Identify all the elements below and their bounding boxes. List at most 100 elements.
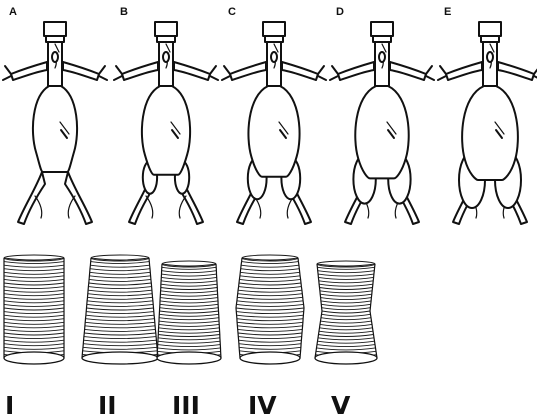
graft-ring <box>4 279 64 281</box>
left-branch-tips <box>222 66 230 80</box>
graft-ring <box>236 304 303 306</box>
graft-ring <box>158 341 220 343</box>
graft-ring <box>4 269 64 271</box>
right-renal-artery <box>282 62 318 80</box>
graft-ring <box>4 322 64 324</box>
graft-ring <box>317 348 376 350</box>
graft-ring <box>322 314 371 316</box>
graft-ring <box>90 265 149 267</box>
graft-ring <box>160 298 218 300</box>
graft-ring <box>159 324 219 326</box>
graft-ring <box>320 328 373 330</box>
graft-ring <box>4 301 64 303</box>
graft-ring <box>84 337 156 339</box>
graft-ring <box>158 345 221 347</box>
graft-ring <box>317 345 375 347</box>
graft-ring <box>240 276 300 278</box>
graft-label-iii: III <box>172 391 200 420</box>
graft-ring <box>4 333 64 335</box>
aorta-drawing-e: E <box>438 6 537 224</box>
panel-letter-b: B <box>120 6 128 18</box>
aorta-drawing-b: B <box>114 6 218 224</box>
visceral-origin <box>379 52 385 62</box>
graft-ring <box>85 326 155 328</box>
proximal-cap <box>263 22 285 36</box>
graft-ring <box>319 331 373 333</box>
graft-ring <box>4 319 64 321</box>
graft-ring <box>158 338 220 340</box>
graft-ring <box>4 347 64 349</box>
proximal-neck <box>265 36 283 42</box>
graft-ring <box>159 318 219 320</box>
aneurysm-sac <box>462 86 518 180</box>
graft-ring <box>238 337 301 339</box>
graft-cylinder-iii <box>157 261 221 364</box>
graft-ring <box>162 271 217 273</box>
graft-ring <box>90 272 151 274</box>
graft-ring <box>4 337 64 339</box>
graft-bottom-opening <box>240 352 300 364</box>
graft-bottom-opening <box>4 352 64 364</box>
graft-ring <box>319 284 373 286</box>
graft-ring <box>84 340 157 342</box>
visceral-origin <box>271 52 277 62</box>
left-renal-artery <box>230 62 266 80</box>
graft-ring <box>320 294 372 296</box>
aorta-drawings-row: A B C D E <box>3 6 537 224</box>
left-renal-artery <box>446 62 482 80</box>
graft-ring <box>87 297 152 299</box>
graft-ring <box>161 277 216 279</box>
graft-ring <box>161 288 218 290</box>
proximal-cap <box>44 22 66 36</box>
graft-ring <box>239 344 301 346</box>
graft-ring <box>321 318 371 320</box>
proximal-neck <box>481 36 499 42</box>
graft-ring <box>161 291 218 293</box>
graft-ring <box>237 315 304 317</box>
graft-ring <box>4 308 64 310</box>
graft-ring <box>160 304 218 306</box>
proximal-neck <box>46 36 64 42</box>
graft-ring <box>89 283 152 285</box>
graft-ring <box>4 312 64 314</box>
graft-ring <box>237 322 303 324</box>
graft-ring <box>159 314 218 316</box>
graft-ring <box>85 322 155 324</box>
graft-ring <box>238 333 302 335</box>
graft-ring <box>4 294 64 296</box>
graft-ring <box>319 335 374 337</box>
graft-ring <box>239 287 302 289</box>
graft-ring <box>4 326 64 328</box>
left-branch-tips <box>3 66 11 80</box>
panel-letter-e: E <box>444 6 451 18</box>
graft-ring <box>236 308 304 310</box>
graft-ring <box>158 348 221 350</box>
graft-cylinder-v <box>315 261 377 364</box>
graft-label-v: V <box>331 391 351 420</box>
graft-ring <box>4 304 64 306</box>
graft-ring <box>238 294 303 296</box>
graft-ring <box>4 290 64 292</box>
graft-ring <box>4 329 64 331</box>
graft-label-i: I <box>5 391 14 420</box>
aneurysm-sac <box>248 86 299 177</box>
graft-ring <box>321 304 370 306</box>
graft-ring <box>239 347 301 349</box>
proximal-cap <box>479 22 501 36</box>
graft-ring <box>4 265 64 267</box>
graft-ring <box>87 308 154 310</box>
graft-ring <box>238 329 303 331</box>
graft-ring <box>4 315 64 317</box>
panel-letter-d: D <box>336 6 344 18</box>
graft-ring <box>236 312 303 314</box>
proximal-neck <box>157 36 175 42</box>
graft-ring <box>237 319 303 321</box>
right-renal-artery <box>390 62 426 80</box>
graft-ring <box>88 290 152 292</box>
right-branch-tips <box>318 66 326 80</box>
left-branch-tips <box>330 66 338 80</box>
visceral-origin <box>487 52 493 62</box>
graft-ring <box>321 301 371 303</box>
left-branch-tips <box>114 66 122 80</box>
